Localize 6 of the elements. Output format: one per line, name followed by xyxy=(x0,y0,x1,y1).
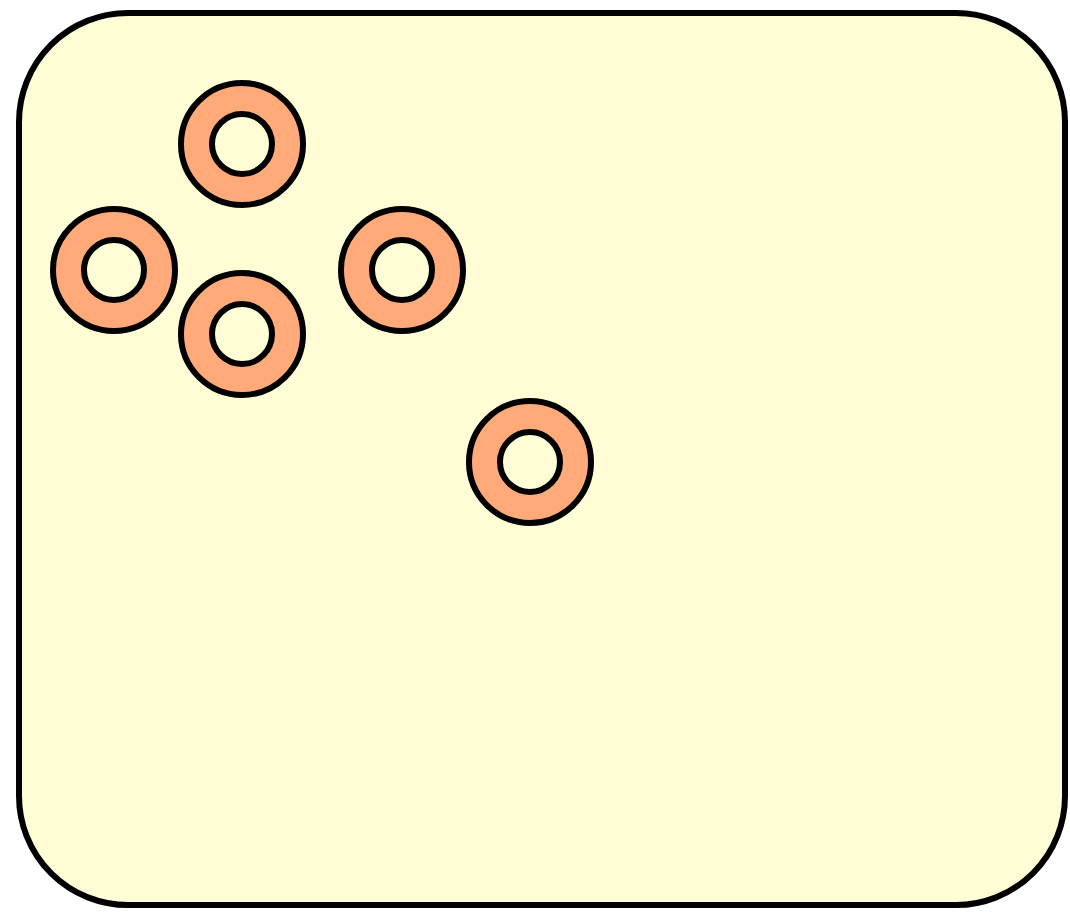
ring-circle xyxy=(178,80,306,208)
ring-circle xyxy=(50,206,178,334)
ring-circle xyxy=(466,398,594,526)
ring-circle xyxy=(178,270,306,398)
rounded-panel xyxy=(16,10,1068,908)
ring-circle xyxy=(338,206,466,334)
